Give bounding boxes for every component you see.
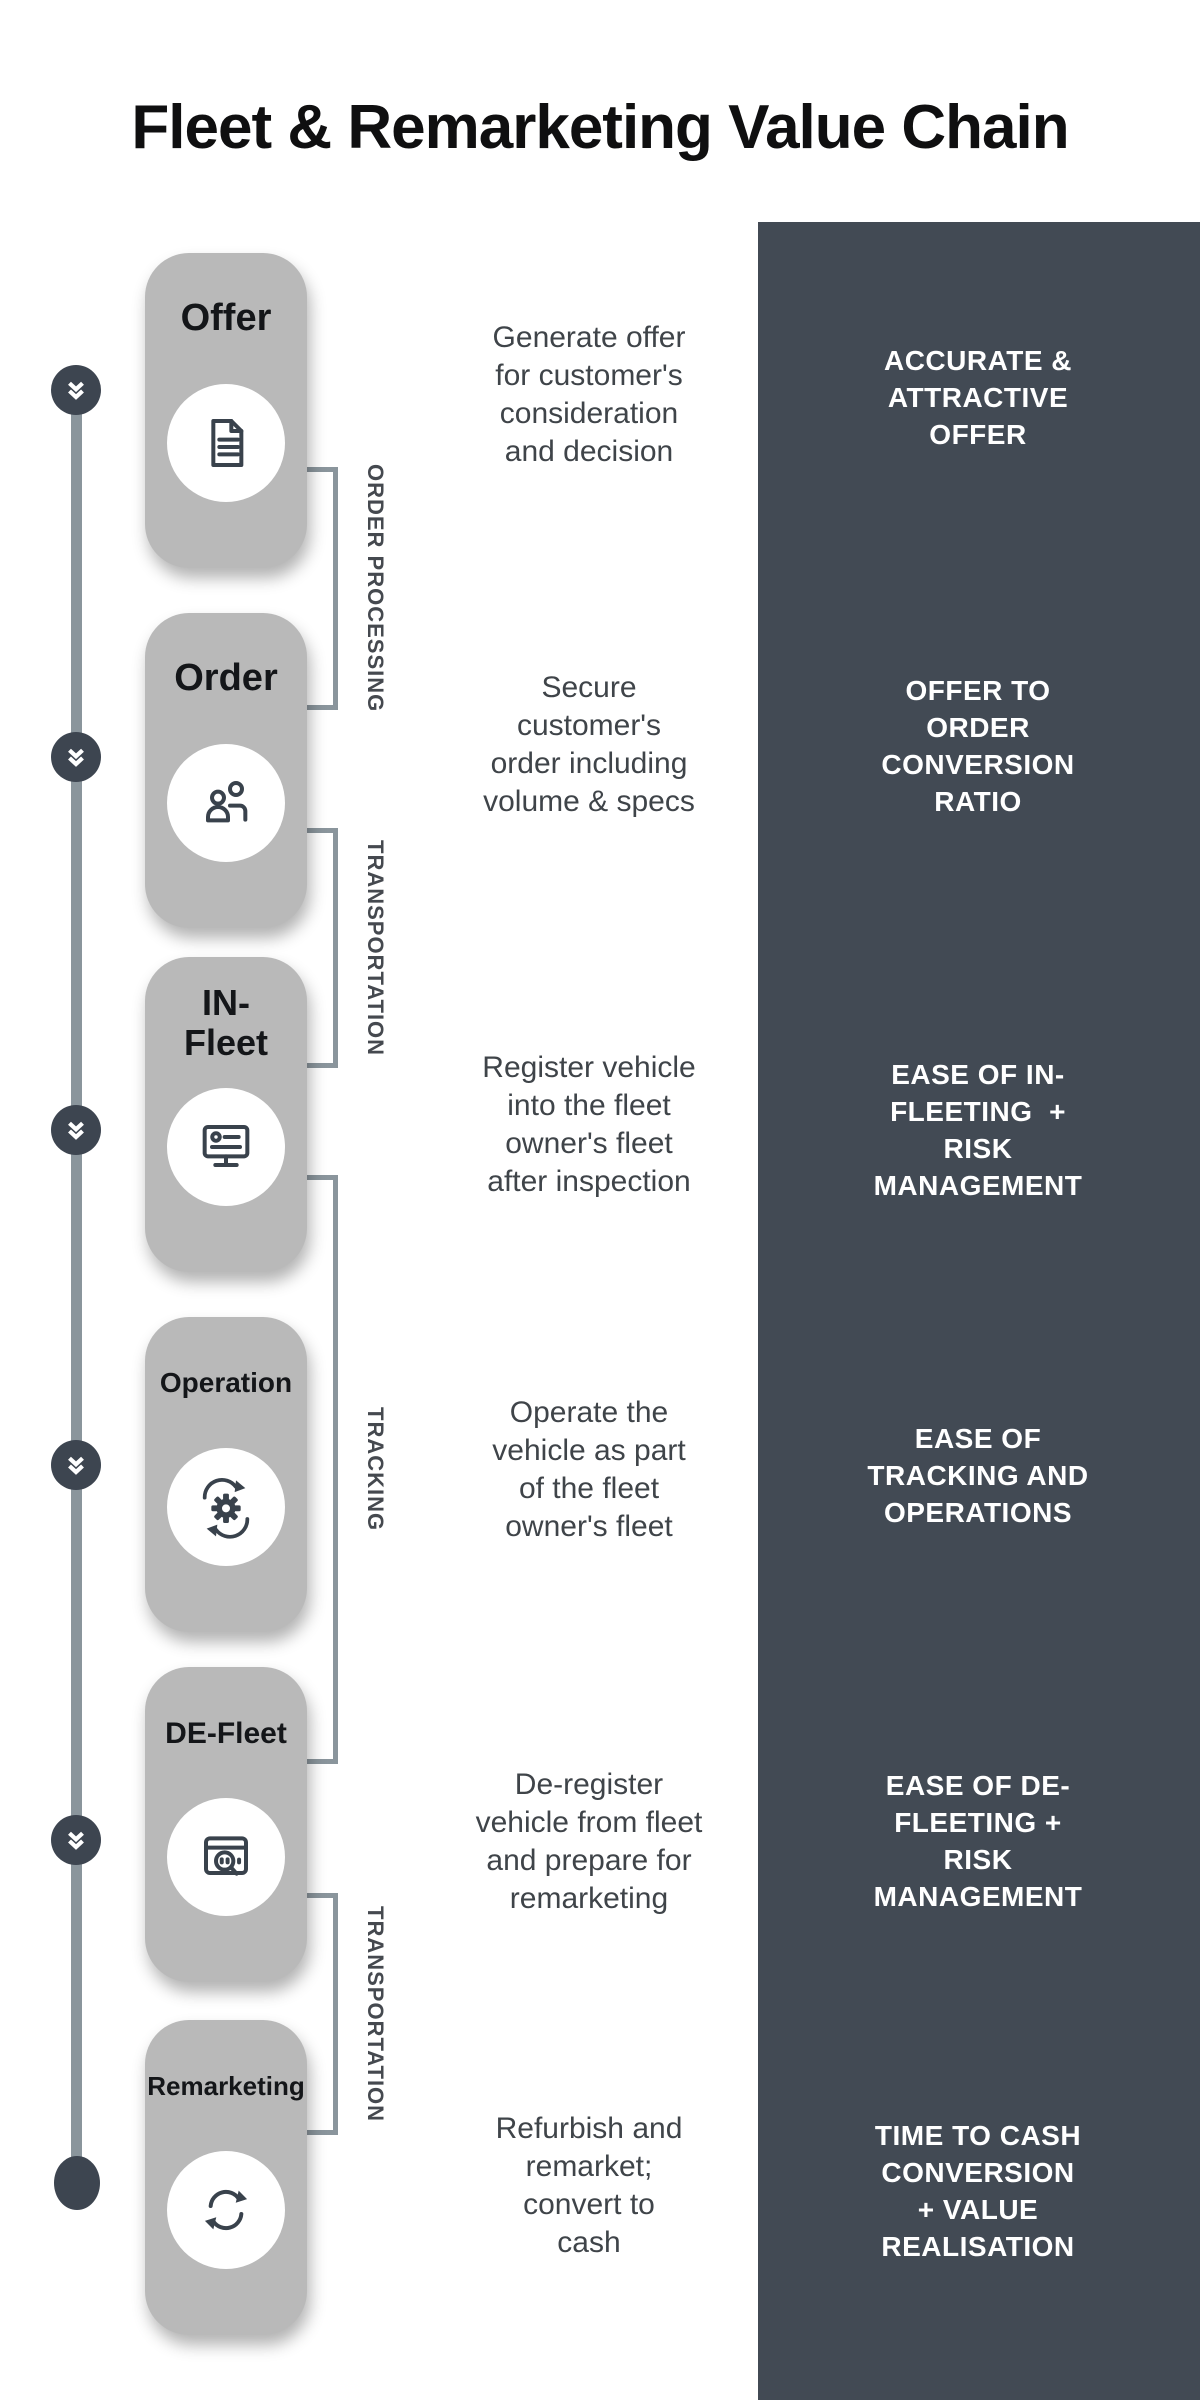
stage-title-operation: Operation — [159, 1366, 293, 1398]
refresh-cycle-icon — [167, 2151, 285, 2269]
stage-description-remarketing: Refurbish and remarket; convert to cash — [495, 2112, 683, 2259]
connector-bracket-order-processing — [306, 467, 338, 710]
stage-card-offer: Offer — [145, 253, 307, 568]
gear-sync-icon — [167, 1448, 285, 1566]
stage-description-order: Secure customer's order including volume… — [483, 671, 695, 818]
stage-title-offer: Offer — [180, 297, 272, 340]
stage-card-in-fleet: IN- Fleet — [145, 957, 307, 1272]
stage-title-remarketing: Remarketing — [147, 2070, 305, 2101]
double-chevron-down-icon — [61, 742, 91, 772]
connector-label-tracking: TRACKING — [363, 1407, 388, 1532]
double-chevron-down-icon — [61, 375, 91, 405]
double-chevron-down-icon — [61, 1450, 91, 1480]
stage-description-in-fleet: Register vehicle into the fleet owner's … — [482, 1051, 696, 1198]
document-icon — [167, 384, 285, 502]
stage-kpi-in-fleet: EASE OF IN- FLEETING + RISK MANAGEMENT — [873, 1059, 1083, 1201]
stage-card-order: Order — [145, 613, 307, 928]
stage-card-de-fleet: DE-Fleet — [145, 1667, 307, 1982]
timeline-end-dot — [54, 2156, 100, 2210]
window-search-icon — [167, 1798, 285, 1916]
connector-label-transportation-2: TRANSPORTATION — [363, 1905, 388, 2123]
stage-description-offer: Generate offer for customer's considerat… — [492, 321, 686, 468]
stage-kpi-order: OFFER TO ORDER CONVERSION RATIO — [881, 675, 1075, 817]
connector-bracket-transportation-1 — [306, 828, 338, 1068]
stage-description-operation: Operate the vehicle as part of the fleet… — [492, 1396, 686, 1543]
connector-bracket-transportation-2 — [306, 1893, 338, 2135]
timeline-line — [71, 388, 82, 2183]
timeline-marker — [51, 732, 101, 782]
stage-description-de-fleet: De-register vehicle from fleet and prepa… — [475, 1768, 703, 1915]
stage-kpi-de-fleet: EASE OF DE- FLEETING + RISK MANAGEMENT — [873, 1770, 1083, 1912]
stage-card-remarketing: Remarketing — [145, 2020, 307, 2335]
connector-label-transportation-1: TRANSPORTATION — [363, 839, 388, 1057]
stage-title-in-fleet: IN- Fleet — [183, 982, 269, 1063]
stage-kpi-offer: ACCURATE & ATTRACTIVE OFFER — [883, 344, 1073, 450]
double-chevron-down-icon — [61, 1115, 91, 1145]
connector-bracket-tracking — [306, 1175, 338, 1764]
stage-kpi-remarketing: TIME TO CASH CONVERSION + VALUE REALISAT… — [874, 2120, 1082, 2262]
kpi-panel — [758, 222, 1200, 2400]
stage-title-de-fleet: DE-Fleet — [165, 1716, 287, 1750]
timeline-marker — [51, 1105, 101, 1155]
timeline-marker — [51, 1815, 101, 1865]
timeline-marker — [51, 1440, 101, 1490]
stage-kpi-operation: EASE OF TRACKING AND OPERATIONS — [867, 1422, 1089, 1528]
stage-card-operation: Operation — [145, 1317, 307, 1632]
stage-title-order: Order — [174, 657, 278, 700]
double-chevron-down-icon — [61, 1825, 91, 1855]
connector-label-order-processing: ORDER PROCESSING — [363, 464, 388, 713]
people-icon — [167, 744, 285, 862]
page-title: Fleet & Remarketing Value Chain — [131, 93, 1069, 162]
monitor-registration-icon — [167, 1088, 285, 1206]
timeline-marker — [51, 365, 101, 415]
